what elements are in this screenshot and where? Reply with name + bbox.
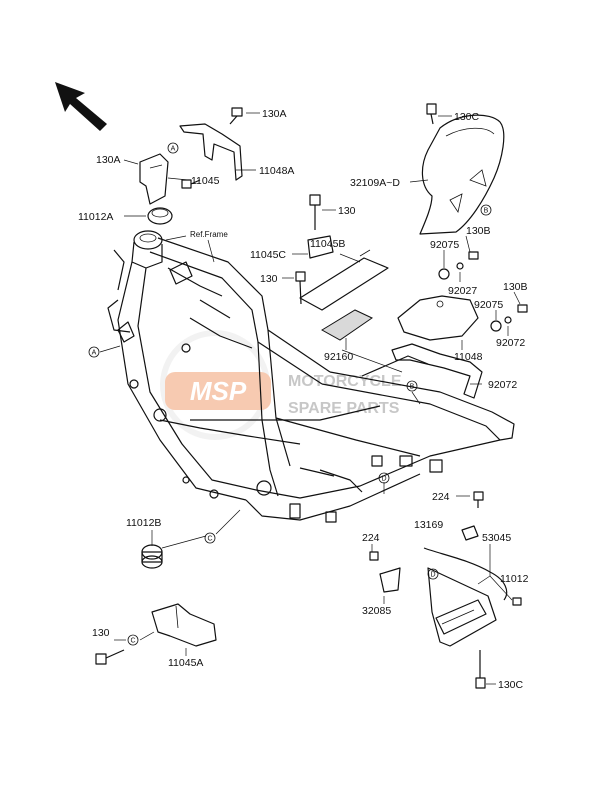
label-224-b: 224 — [362, 532, 380, 544]
svg-text:B: B — [484, 208, 489, 215]
reference-label: Ref.Frame — [190, 230, 228, 239]
bracket-lower-right — [369, 491, 522, 689]
label-11045: 11045 — [191, 175, 220, 187]
label-130-c: 130 — [92, 627, 110, 639]
watermark: MSP MOTORCYCLE SPARE PARTS — [160, 330, 402, 440]
label-11012A: 11012A — [78, 211, 113, 223]
label-11045C: 11045C — [250, 249, 286, 261]
label-11048A: 11048A — [259, 165, 294, 177]
callout-C-lower: C — [127, 634, 139, 646]
svg-text:D: D — [381, 476, 386, 483]
bracket-11048 — [391, 295, 483, 399]
leader-lines — [99, 112, 521, 685]
bracket-11045 — [139, 153, 169, 205]
label-130-b: 130 — [260, 273, 278, 285]
watermark-line2: SPARE PARTS — [288, 400, 400, 417]
bracket-11045A — [95, 603, 217, 665]
part-labels: Ref.Frame 130A 130A 11045 11048A 130C 32… — [78, 108, 529, 691]
label-92160: 92160 — [324, 351, 353, 363]
label-11012: 11012 — [500, 573, 529, 585]
svg-text:C: C — [207, 536, 212, 543]
bolt-130-upper — [307, 194, 334, 259]
pad-92160 — [321, 309, 374, 341]
svg-text:A: A — [171, 146, 176, 153]
label-92075-a: 92075 — [430, 239, 459, 251]
svg-text:C: C — [130, 638, 135, 645]
svg-text:D: D — [430, 572, 435, 579]
grommet-11012A — [147, 207, 173, 225]
label-11045B: 11045B — [310, 238, 345, 250]
label-92027: 92027 — [448, 285, 477, 297]
bolt-130-mid — [295, 271, 306, 305]
label-32109: 32109A~D — [350, 177, 400, 189]
callout-A-top: A — [167, 142, 179, 154]
label-32085: 32085 — [362, 605, 391, 617]
label-92075-b: 92075 — [474, 299, 503, 311]
label-11045A: 11045A — [168, 657, 203, 669]
bracket-11045B — [299, 249, 389, 311]
label-130A-left: 130A — [96, 154, 121, 166]
label-130-a: 130 — [338, 205, 356, 217]
label-11012B: 11012B — [126, 517, 161, 529]
watermark-logo-text: MSP — [190, 376, 247, 406]
direction-arrow-icon — [55, 82, 107, 131]
callout-D-lower: D — [427, 568, 439, 580]
bracket-11048A — [179, 123, 243, 181]
callout-C-frame: C — [204, 532, 216, 544]
callout-D-frame: D — [378, 472, 390, 484]
callout-B-top: B — [480, 204, 492, 216]
watermark-logo-badge — [165, 372, 271, 410]
callout-B-frame: B — [406, 380, 418, 392]
label-130C-top: 130C — [454, 111, 480, 123]
hardware-right — [438, 251, 528, 332]
callout-A-frame: A — [88, 346, 100, 358]
cover-32109 — [419, 103, 505, 235]
label-53045: 53045 — [482, 532, 511, 544]
grommet-11012B — [141, 544, 163, 569]
watermark-line1: MOTORCYCLE — [288, 373, 402, 390]
label-13169: 13169 — [414, 519, 443, 531]
label-92072-b: 92072 — [488, 379, 517, 391]
svg-text:B: B — [410, 384, 415, 391]
bolt-130A-top — [229, 107, 243, 125]
label-130C-bottom: 130C — [498, 679, 524, 691]
label-92072-a: 92072 — [496, 337, 525, 349]
svg-text:A: A — [92, 350, 97, 357]
label-224-a: 224 — [432, 491, 450, 503]
label-130B-b: 130B — [503, 281, 528, 293]
label-130B-a: 130B — [466, 225, 491, 237]
main-frame — [107, 230, 515, 523]
label-130A-top: 130A — [262, 108, 287, 120]
label-11048: 11048 — [454, 351, 483, 363]
